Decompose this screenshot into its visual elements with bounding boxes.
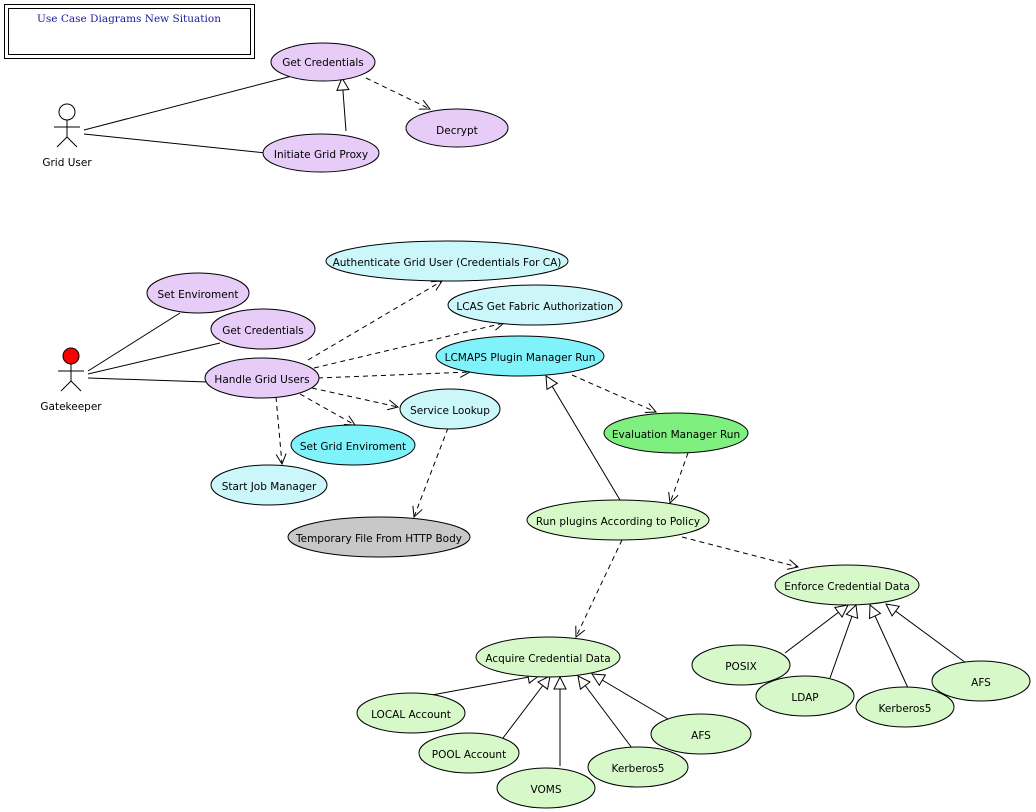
associations xyxy=(83,75,293,383)
usecase-label: Kerberos5 xyxy=(879,703,932,715)
assoc-griduser-initiateproxy xyxy=(83,133,267,154)
usecase-label: Get Credentials xyxy=(222,325,304,337)
dep-handle-servicelookup xyxy=(311,387,398,407)
usecase-label: Authenticate Grid User (Credentials For … xyxy=(333,257,562,269)
usecase-initiate-grid-proxy[interactable]: Initiate Grid Proxy xyxy=(262,133,380,173)
usecase-pool-account[interactable]: POOL Account xyxy=(418,732,520,774)
usecase-run-plugins-according-to-policy[interactable]: Run plugins According to Policy xyxy=(526,499,710,541)
usecase-get-credentials-gatekeeper[interactable]: Get Credentials xyxy=(210,308,316,350)
gen-ldap-enforce xyxy=(829,605,856,679)
gen-local-acquire xyxy=(431,675,540,696)
usecase-evaluation-manager-run[interactable]: Evaluation Manager Run xyxy=(603,412,749,454)
usecase-label: LCAS Get Fabric Authorization xyxy=(456,301,613,313)
usecase-label: LOCAL Account xyxy=(371,709,451,721)
usecase-label: Initiate Grid Proxy xyxy=(274,149,368,161)
assoc-griduser-getcredentials xyxy=(83,75,293,131)
usecase-authenticate-grid-user[interactable]: Authenticate Grid User (Credentials For … xyxy=(325,240,569,282)
usecase-label: Get Credentials xyxy=(282,57,364,69)
usecase-label: POSIX xyxy=(725,661,757,673)
dep-evaluation-runplugins xyxy=(670,452,689,503)
dep-handle-setgridenviroment xyxy=(299,393,355,425)
gen-pool-acquire xyxy=(502,676,550,739)
usecase-kerberos5-acquire[interactable]: Kerberos5 xyxy=(587,746,689,788)
dep-getcredentials-decrypt xyxy=(365,77,430,109)
usecase-label: LDAP xyxy=(791,692,818,704)
usecase-label: Service Lookup xyxy=(410,405,490,417)
usecase-decrypt[interactable]: Decrypt xyxy=(405,108,509,148)
usecase-enforce-credential-data[interactable]: Enforce Credential Data xyxy=(774,564,920,606)
usecase-label: Enforce Credential Data xyxy=(784,581,910,593)
usecase-label: VOMS xyxy=(531,784,562,796)
dep-handle-lcas xyxy=(313,323,504,369)
usecase-service-lookup[interactable]: Service Lookup xyxy=(399,388,501,430)
usecase-lcas-get-fabric-authorization[interactable]: LCAS Get Fabric Authorization xyxy=(447,284,623,326)
gen-initiateproxy-getcredentials xyxy=(342,78,346,132)
gen-runplugins-lcmaps xyxy=(546,376,621,501)
gen-afs-acquire xyxy=(592,674,669,720)
usecase-label: Decrypt xyxy=(436,125,478,137)
usecase-label: Kerberos5 xyxy=(612,763,665,775)
usecase-handle-grid-users[interactable]: Handle Grid Users xyxy=(204,357,320,399)
usecase-label: LCMAPS Plugin Manager Run xyxy=(445,352,596,364)
gen-posix-enforce xyxy=(784,605,848,654)
usecase-kerberos5-enforce[interactable]: Kerberos5 xyxy=(855,686,955,728)
usecase-acquire-credential-data[interactable]: Acquire Credential Data xyxy=(475,636,621,678)
dep-servicelookup-tempfile xyxy=(414,427,449,517)
actor-grid-user[interactable]: Grid User xyxy=(42,103,92,169)
gen-kerberos-acquire xyxy=(578,676,633,749)
usecase-get-credentials[interactable]: Get Credentials xyxy=(270,42,376,82)
usecase-label: POOL Account xyxy=(432,749,506,761)
actor-label: Gatekeeper xyxy=(40,401,102,413)
usecase-label: AFS xyxy=(971,677,991,689)
actor-gatekeeper[interactable]: Gatekeeper xyxy=(40,347,102,413)
dep-lcmaps-evaluation xyxy=(571,374,656,412)
usecase-label: Acquire Credential Data xyxy=(485,653,610,665)
usecase-afs-enforce[interactable]: AFS xyxy=(931,660,1031,702)
dep-handle-lcmaps xyxy=(317,372,470,379)
diagram-title: Use Case Diagrams New Situation xyxy=(37,13,221,25)
usecase-voms[interactable]: VOMS xyxy=(496,767,596,809)
assoc-gatekeeper-handlegridusers xyxy=(87,377,209,383)
usecase-label: Set Enviroment xyxy=(158,289,239,301)
usecase-start-job-manager[interactable]: Start Job Manager xyxy=(210,464,328,506)
usecase-label: Handle Grid Users xyxy=(214,374,309,386)
title-box: Use Case Diagrams New Situation xyxy=(4,4,255,59)
gen-afs-enforce xyxy=(886,604,967,664)
usecase-label: AFS xyxy=(691,730,711,742)
usecase-label: Set Grid Enviroment xyxy=(300,441,406,453)
usecase-set-enviroment[interactable]: Set Enviroment xyxy=(146,272,250,314)
usecase-local-account[interactable]: LOCAL Account xyxy=(356,692,466,734)
usecase-label: Temporary File From HTTP Body xyxy=(295,533,462,545)
usecase-posix[interactable]: POSIX xyxy=(691,644,791,686)
usecase-temporary-file-from-http-body[interactable]: Temporary File From HTTP Body xyxy=(287,516,471,558)
usecase-label: Run plugins According to Policy xyxy=(536,516,700,528)
usecase-ldap[interactable]: LDAP xyxy=(755,675,855,717)
usecase-label: Start Job Manager xyxy=(222,481,317,493)
dep-runplugins-acquire xyxy=(576,539,623,637)
actor-label: Grid User xyxy=(42,157,92,169)
gen-kerberos-enforce xyxy=(870,605,909,689)
dep-handle-authenticate xyxy=(307,281,442,361)
dep-runplugins-enforce xyxy=(681,536,798,567)
generalizations xyxy=(342,78,967,766)
usecase-label: Evaluation Manager Run xyxy=(612,429,740,441)
usecase-lcmaps-plugin-manager-run[interactable]: LCMAPS Plugin Manager Run xyxy=(435,335,605,377)
stick-figure-icon xyxy=(54,103,80,148)
dependencies xyxy=(275,77,798,637)
dep-handle-startjobmanager xyxy=(275,396,282,464)
assoc-gatekeeper-getcredentials xyxy=(87,342,221,375)
assoc-gatekeeper-setenviroment xyxy=(87,312,181,372)
usecase-set-grid-enviroment[interactable]: Set Grid Enviroment xyxy=(290,424,416,466)
stick-figure-icon xyxy=(58,347,84,392)
usecase-afs-acquire[interactable]: AFS xyxy=(650,713,752,755)
